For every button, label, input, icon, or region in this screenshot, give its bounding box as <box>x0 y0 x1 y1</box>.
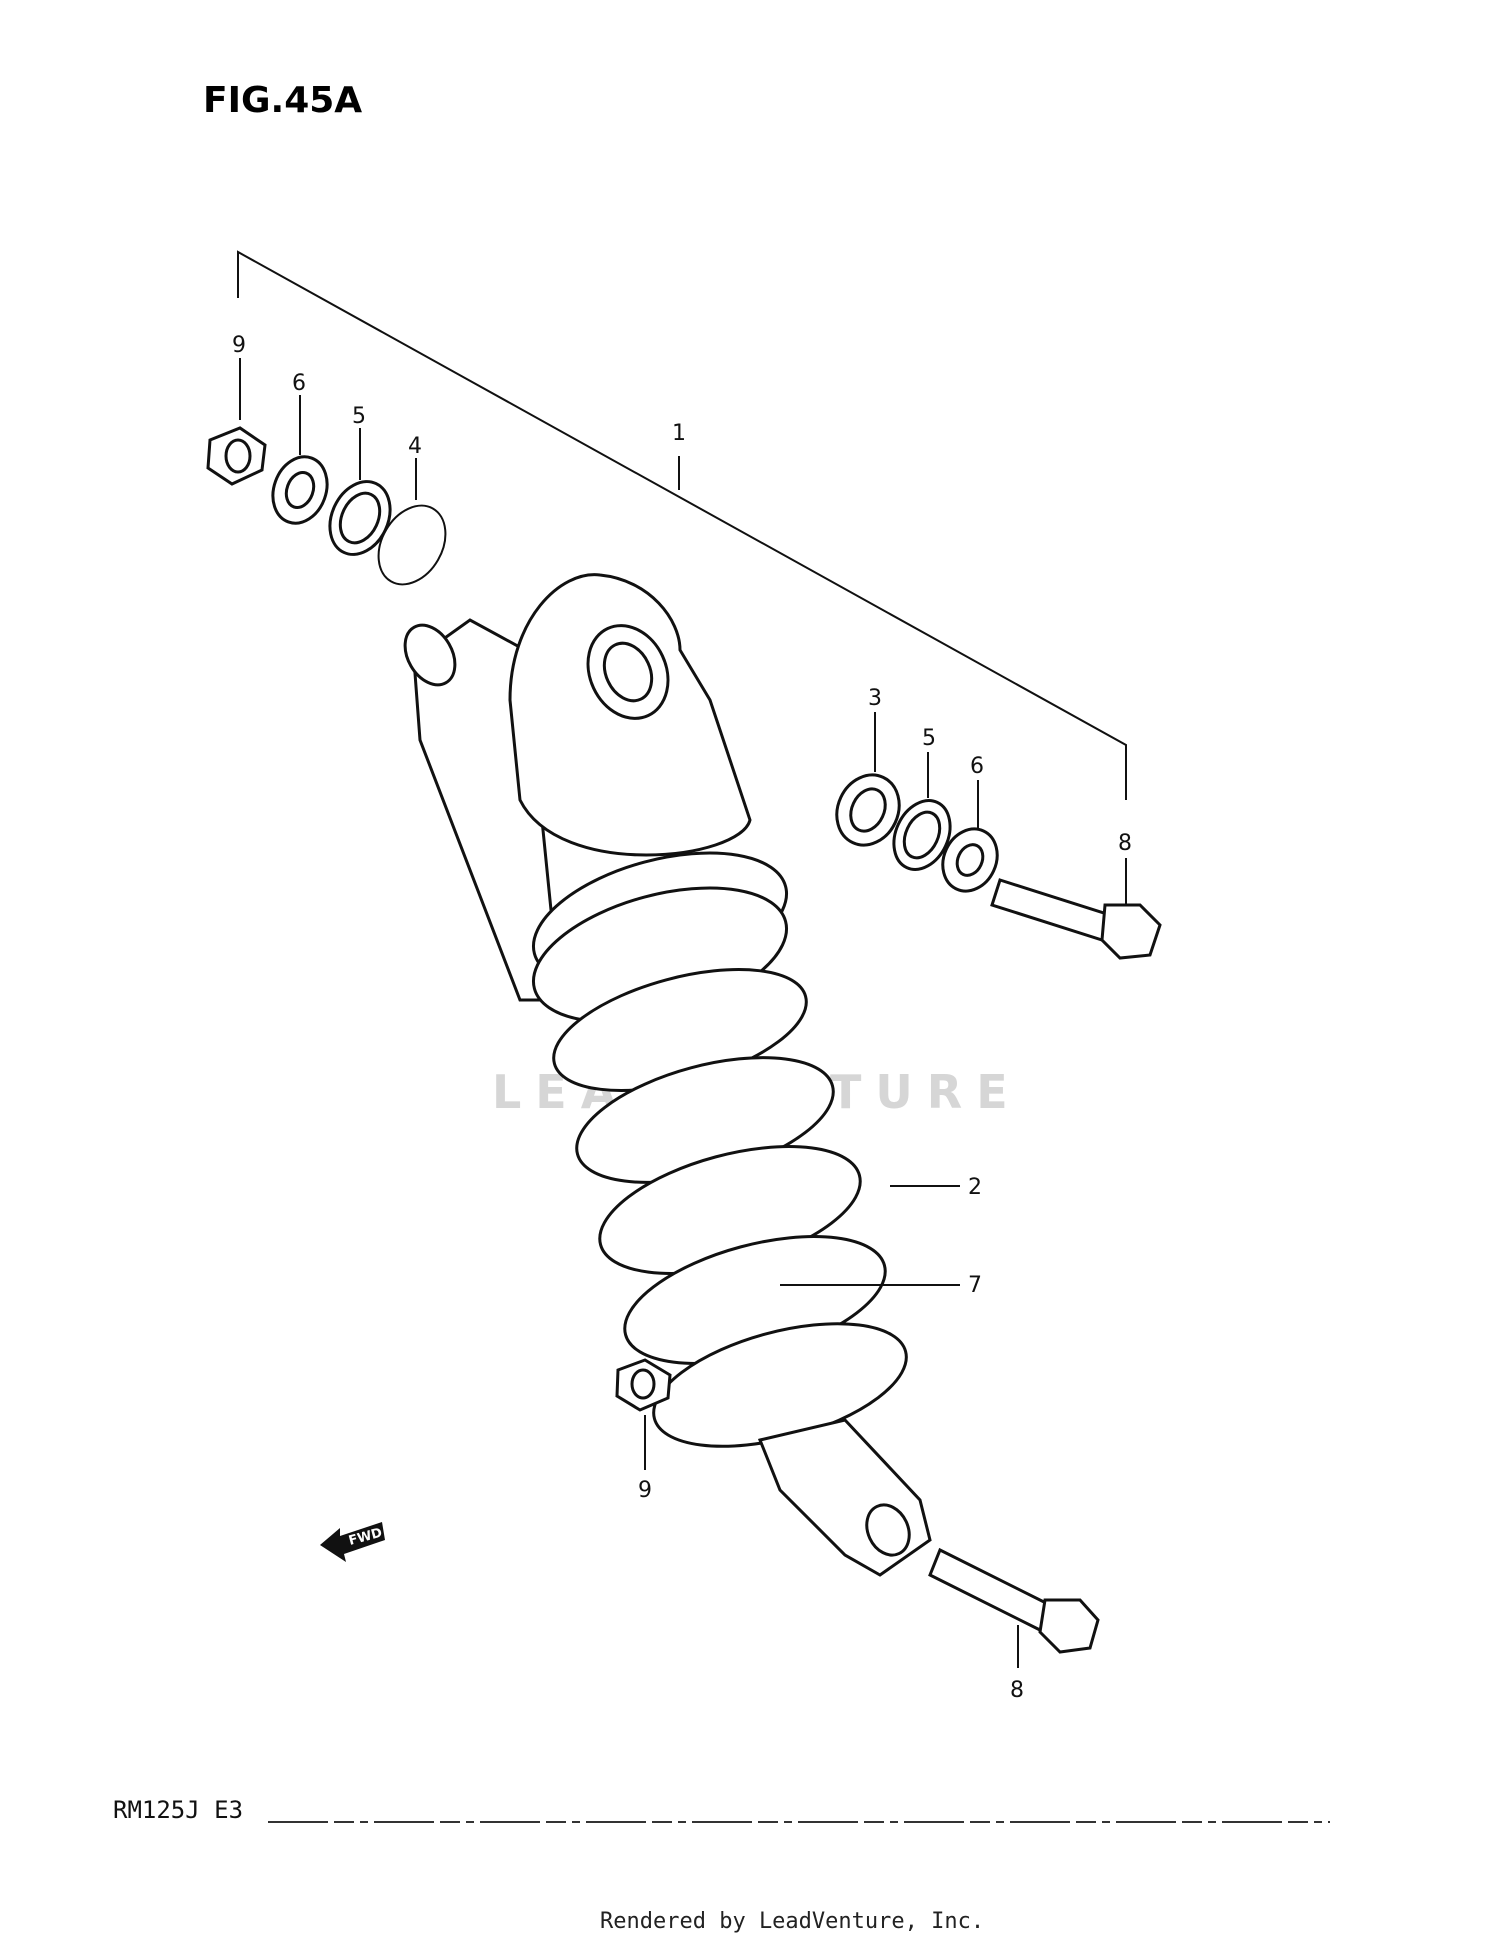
callout-5-right: 5 <box>922 726 936 751</box>
callout-7: 7 <box>968 1273 982 1298</box>
callout-2: 2 <box>968 1175 982 1200</box>
callout-9-upper: 9 <box>232 333 246 358</box>
callout-1: 1 <box>672 421 686 446</box>
upper-left-hardware <box>206 426 447 586</box>
callout-4: 4 <box>408 434 422 459</box>
callout-labels: 1 2 3 4 5 5 6 6 7 8 8 9 9 <box>232 333 1132 1703</box>
callout-8-upper: 8 <box>1118 831 1132 856</box>
shock-absorber <box>403 573 932 1577</box>
figure-title: FIG.45A <box>203 80 362 121</box>
model-code: RM125J E3 <box>113 1796 243 1824</box>
callout-9-lower: 9 <box>638 1478 652 1503</box>
lower-hardware <box>615 1358 1100 1654</box>
assembly-bracket <box>237 250 1127 800</box>
callout-6-upper: 6 <box>292 371 306 396</box>
right-side-hardware <box>835 773 1162 960</box>
callout-6-right: 6 <box>970 754 984 779</box>
render-credit: Rendered by LeadVenture, Inc. <box>600 1909 984 1934</box>
callout-3: 3 <box>868 686 882 711</box>
leader-lines <box>239 358 1127 1668</box>
callout-8-lower: 8 <box>1010 1678 1024 1703</box>
callout-5-upper: 5 <box>352 404 366 429</box>
forward-arrow-icon: FWD <box>320 1522 385 1562</box>
